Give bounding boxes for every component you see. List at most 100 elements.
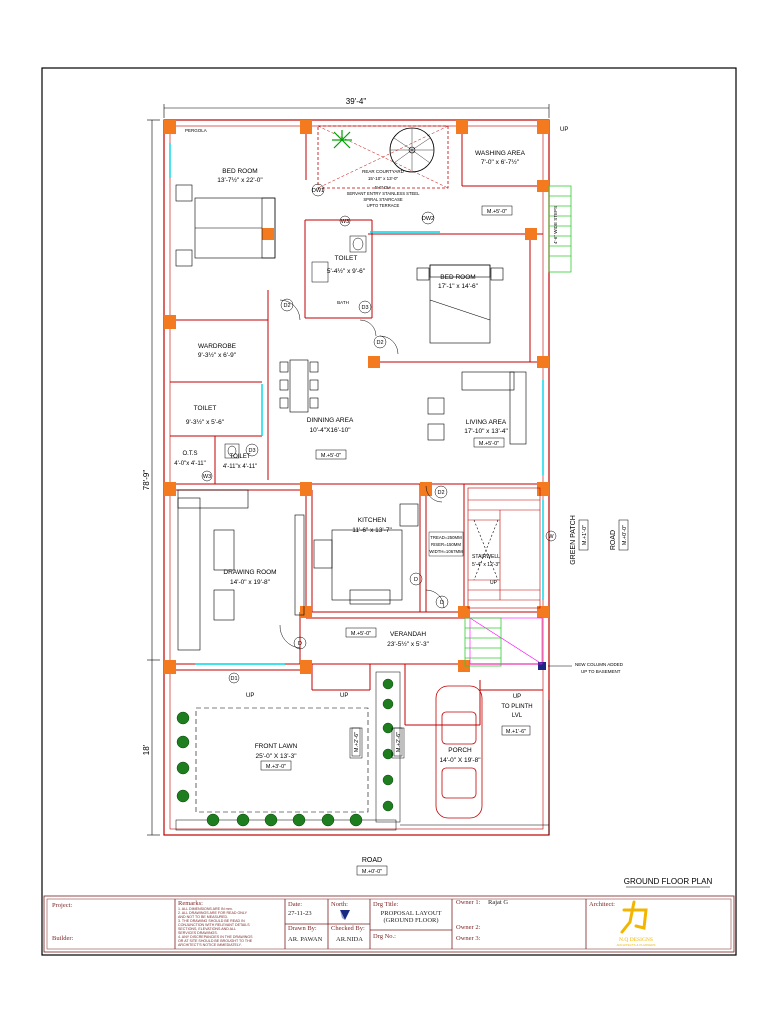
- front-depth-label: 18': [142, 744, 151, 755]
- remarks-label: Remarks:: [178, 900, 203, 907]
- room-name: TOILET: [230, 454, 251, 460]
- room-size: 9'-3½" x 6'-9": [198, 351, 237, 359]
- level-tag: M.+0'-0": [622, 525, 628, 545]
- north-arrow-icon: [340, 910, 350, 920]
- plan-title: GROUND FLOOR PLAN: [624, 877, 713, 886]
- north-label: North:: [331, 901, 348, 908]
- remark-line: 1. ALL DIMENSIONS ARE IN mm.: [178, 907, 233, 911]
- outer-walls: [163, 119, 550, 836]
- door-tag: DW1: [312, 188, 324, 194]
- dwg-title-label: Drg Title:: [373, 901, 399, 908]
- level-tag: M.+0'-0": [362, 869, 382, 875]
- green-patch-label: GREEN PATCH: [570, 515, 577, 565]
- room-size: 25'-0" X 13'-3": [255, 753, 297, 760]
- road-label: ROAD: [362, 857, 382, 864]
- room-size: 13'-7½" x 22'-0": [217, 176, 263, 184]
- room-name: DRAWING ROOM: [223, 569, 276, 576]
- width-label: 39'-4": [346, 97, 367, 106]
- drawn-value: AR. PAWAN: [288, 936, 323, 943]
- level-tag: M.+5'-0": [351, 631, 371, 637]
- room-name: DINNING AREA: [307, 417, 354, 424]
- room-name: TOILET: [194, 405, 217, 412]
- architect-label: Architect:: [589, 901, 615, 908]
- up-label: LVL: [512, 713, 523, 719]
- checked-value: AR.NIDA: [336, 936, 363, 943]
- boundary: [400, 700, 550, 835]
- glazing: [169, 143, 544, 665]
- level-tags: M.+5'-0" M.+5'-0" M.+5'-0" M.+5'-0" M.+3…: [260, 205, 629, 876]
- column-note: UP TO BASEMENT: [581, 669, 621, 674]
- door-tag: D: [298, 641, 302, 647]
- up-label: UP: [246, 693, 254, 699]
- door-tag: D3: [248, 448, 255, 454]
- steps-note: 4'-6" WIDE STEPS: [553, 206, 558, 244]
- dwg-title: PROPOSAL LAYOUT: [381, 910, 442, 917]
- front-lawn: [175, 707, 397, 831]
- dwg-title: (GROUND FLOOR): [383, 917, 438, 924]
- car-icon: [435, 685, 483, 819]
- owner3-label: Owner 3:: [456, 935, 481, 942]
- bath-label: BATH: [337, 300, 349, 305]
- depth-dimension: 78'-9" 18': [142, 119, 160, 836]
- room-size: 11'-6" x 13'-7": [352, 527, 392, 534]
- date-label: Date:: [288, 901, 302, 908]
- kitchen-counter: [313, 503, 419, 605]
- bed-rear: [175, 184, 276, 267]
- door-tags: DW1 DW2 W3 D2 D3 D2 D3 D2 D D W3 D1 W D: [201, 183, 557, 684]
- bed-right: [416, 264, 504, 344]
- road-label: ROAD: [610, 530, 617, 550]
- room-name: KITCHEN: [358, 517, 387, 524]
- room-name: FRONT LAWN: [255, 743, 298, 750]
- title-block: [43, 895, 735, 953]
- firm-name: N.Q DESIGNS: [619, 937, 653, 943]
- level-tag: M.+5'-0": [487, 209, 507, 215]
- remark-line: CONJUNCTION WITH RELEVANT DETAILS: [178, 923, 250, 927]
- door-swings: [279, 299, 445, 649]
- owner1-label: Owner 1:: [456, 899, 481, 906]
- room-size: 10'-4"X16'-10": [309, 427, 351, 434]
- remark-line: 3. THE DRAWING SHOULD BE READ IN: [178, 919, 245, 923]
- door-tag: D: [414, 577, 418, 583]
- tread-note: TREAD=250MM: [430, 535, 462, 540]
- internal-walls: [170, 126, 543, 726]
- level-tag: M.+1'-0": [582, 525, 588, 545]
- dining-table: [279, 359, 319, 413]
- door-tag: W: [548, 534, 554, 540]
- level-tag: M.+5'-0": [479, 441, 499, 447]
- room-size: 17'-10" x 13'-4": [464, 428, 508, 435]
- up-label: UP: [340, 693, 348, 699]
- room-size: 14'-0" X 19'-8": [439, 757, 481, 764]
- toilet-fixtures: [224, 235, 367, 459]
- room-name: PORCH: [448, 747, 472, 754]
- drawing-sofa: [177, 489, 305, 651]
- up-label: UP: [513, 694, 521, 700]
- room-size: 5'-4" x 12'-3": [472, 562, 500, 568]
- pergola-label: PERGOLA: [185, 128, 207, 133]
- owner1-value: Rajat G: [488, 899, 508, 906]
- shrub-icon: [176, 678, 394, 827]
- remark-line: 4. ANY DISCREPANCIES IN THE DRAWINGS: [178, 935, 253, 939]
- door-tag: D2: [376, 340, 383, 346]
- room-size: 17'-1" x 14'-6": [438, 283, 479, 290]
- palm-plant-icon: [332, 130, 352, 149]
- door-tag: D: [440, 600, 444, 606]
- room-name: O.T.S: [182, 451, 197, 457]
- courtyard-size: 15'-10" x 13'-0": [368, 176, 399, 181]
- room-size: 5'-4½" x 9'-6": [327, 267, 366, 275]
- verandah-steps: [464, 617, 502, 667]
- level-tag: M.+1'-6": [506, 729, 526, 735]
- door-tag: D2: [437, 490, 444, 496]
- owner2-label: Owner 2:: [456, 924, 481, 931]
- courtyard-name: REAR COURTYARD: [362, 169, 405, 174]
- stair-note: 5'-6" DIA: [375, 185, 392, 190]
- rear-courtyard: [317, 125, 449, 189]
- tread-note: WIDTH=1067MM: [429, 549, 463, 554]
- up-label: TO PLINTH: [501, 704, 532, 710]
- stair-note: SERVANT ENTRY STAINLESS STEEL: [347, 191, 421, 196]
- stair-note: SPIRAL STAIRCASE: [363, 197, 403, 202]
- door-tag: W3: [203, 474, 211, 480]
- remark-line: 2. ALL DRAWINGS ARE FOR READ ONLY: [178, 911, 248, 915]
- room-labels: BED ROOM 13'-7½" x 22'-0" REAR COURTYARD…: [174, 150, 525, 764]
- drawn-label: Drawn By:: [288, 925, 317, 932]
